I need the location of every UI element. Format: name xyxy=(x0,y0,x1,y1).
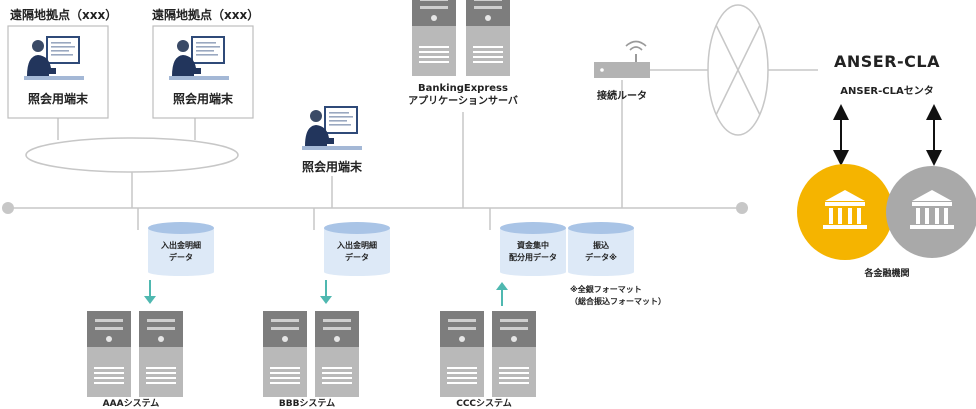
wan-cloud-icon xyxy=(707,4,769,136)
aaa-system-label: AAAシステム xyxy=(102,399,160,409)
anser-center-label: ANSER-CLAセンタ xyxy=(840,86,934,97)
app-server-label-line2: アプリケーションサーバ xyxy=(408,96,518,107)
remote-site-2-title: 遠隔地拠点（xxx） xyxy=(152,8,260,22)
aaa-server-icon xyxy=(87,311,131,397)
ccc-up-arrow xyxy=(496,282,508,306)
aaa-data-label: 入出金明細 データ xyxy=(148,240,214,264)
app-server-label: BankingExpress アプリケーションサーバ xyxy=(408,82,518,108)
router-label: 接続ルータ xyxy=(597,91,647,102)
terminal-user-icon xyxy=(302,106,362,150)
ccc-fund-data-label-line2: 配分用データ xyxy=(509,253,557,262)
ccc-fund-data-cylinder xyxy=(500,222,566,276)
bbb-system-label: BBBシステム xyxy=(278,399,336,409)
format-note-line1: ※全銀フォーマット xyxy=(570,285,642,294)
aaa-data-label-line1: 入出金明細 xyxy=(161,241,201,250)
bbb-data-cylinder xyxy=(324,222,390,276)
bbb-data-label-line1: 入出金明細 xyxy=(337,241,377,250)
bus-end-right xyxy=(736,202,748,214)
ccc-server-icon xyxy=(440,311,484,397)
router-icon xyxy=(594,40,650,78)
app-server-label-line1: BankingExpress xyxy=(418,83,508,94)
anser-title: ANSER-CLA xyxy=(833,52,941,71)
format-note: ※全銀フォーマット （総合振込フォーマット） xyxy=(570,284,666,308)
aaa-data-cylinder xyxy=(148,222,214,276)
ccc-transfer-data-label-line1: 振込 xyxy=(593,241,609,250)
remote-site-1-terminal-label: 照会用端末 xyxy=(27,92,89,106)
connection-lines xyxy=(8,69,818,230)
bbb-down-arrow xyxy=(320,280,332,304)
bbb-data-label: 入出金明細 データ xyxy=(324,240,390,264)
ccc-transfer-data-cylinder xyxy=(568,222,634,276)
ccc-transfer-data-label-line2: データ※ xyxy=(585,253,617,262)
ccc-fund-data-label: 資金集中 配分用データ xyxy=(500,240,566,264)
app-server-icon xyxy=(412,0,456,76)
bbb-server-icon xyxy=(263,311,307,397)
aaa-down-arrow xyxy=(144,280,156,304)
bank-circle-gray xyxy=(886,166,976,258)
banks-label: 各金融機関 xyxy=(864,269,910,279)
ccc-fund-data-label-line1: 資金集中 xyxy=(517,241,549,250)
local-terminal-label: 照会用端末 xyxy=(301,160,363,174)
bus-end-left xyxy=(2,202,14,214)
ccc-system-label: CCCシステム xyxy=(456,399,512,409)
ccc-transfer-data-label: 振込 データ※ xyxy=(568,240,634,264)
bbb-server-icon xyxy=(315,311,359,397)
ccc-server-icon xyxy=(492,311,536,397)
bbb-data-label-line2: データ xyxy=(345,253,369,262)
remote-site-1-title: 遠隔地拠点（xxx） xyxy=(10,8,118,22)
app-server-icon xyxy=(466,0,510,76)
remote-site-2-terminal-label: 照会用端末 xyxy=(172,92,234,106)
format-note-line2: （総合振込フォーマット） xyxy=(570,297,666,306)
aaa-data-label-line2: データ xyxy=(169,253,193,262)
bank-circle-yellow xyxy=(797,164,893,260)
remote-lan-ellipse xyxy=(25,137,239,173)
aaa-server-icon xyxy=(139,311,183,397)
